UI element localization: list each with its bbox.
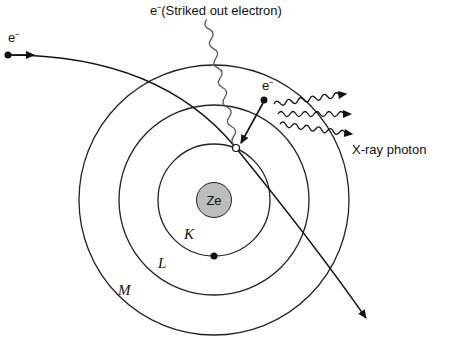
- ejected-electron-label: e⁻(Striked out electron): [150, 3, 282, 19]
- xray-label: X-ray photon: [352, 142, 426, 158]
- xray-wave: [279, 120, 353, 138]
- shell-label: M: [118, 282, 131, 298]
- electron-track: [8, 55, 366, 318]
- k-electron: [211, 253, 218, 260]
- nucleus: Ze: [196, 182, 232, 218]
- shell-label: L: [158, 255, 166, 271]
- l-shell: [119, 105, 309, 295]
- m-shell: [79, 65, 349, 335]
- incoming-electron: [5, 52, 12, 59]
- transition-arrow: [241, 103, 263, 143]
- shell-label: K: [184, 226, 194, 242]
- xray-wave: [278, 110, 352, 118]
- ejected-wave: [204, 19, 239, 147]
- incoming-arrow: [12, 54, 34, 55]
- vacancy: [233, 145, 240, 152]
- xray-wave: [273, 90, 347, 108]
- incoming-electron-label: e⁻: [8, 30, 19, 46]
- k-shell: [158, 144, 270, 256]
- l-electron: [261, 97, 268, 104]
- nucleus-charge: Ze: [206, 193, 221, 208]
- l-electron-label: e⁻: [262, 78, 273, 94]
